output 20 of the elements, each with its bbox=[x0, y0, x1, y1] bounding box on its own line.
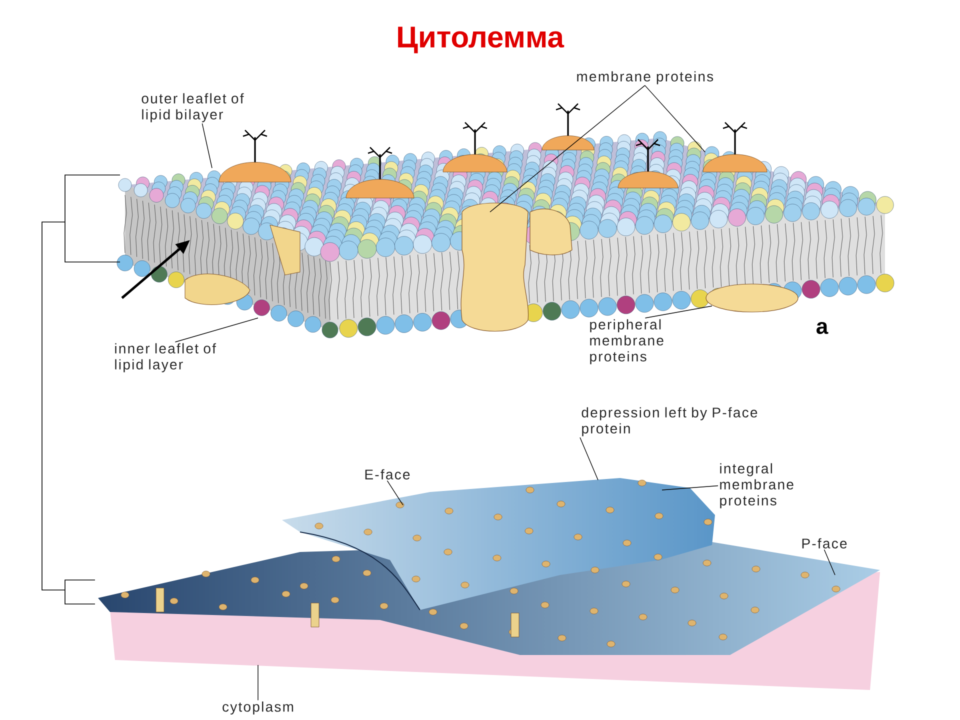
leader-line bbox=[580, 437, 598, 480]
leader-line bbox=[662, 485, 718, 490]
leader-line bbox=[174, 318, 258, 342]
callout-label: inner leaflet of lipid layer bbox=[115, 343, 216, 372]
leader-line bbox=[644, 306, 712, 318]
panel-letter: a bbox=[816, 322, 828, 334]
callout-label: cytoplasm bbox=[222, 701, 294, 715]
leader-line bbox=[824, 549, 836, 576]
callout-label: outer leaflet of lipid bilayer bbox=[142, 93, 244, 122]
title: Цитолемма bbox=[398, 26, 564, 54]
callout-label: E-face bbox=[365, 469, 410, 480]
callout-label: depression left by P-face protein bbox=[582, 407, 758, 436]
leader-line bbox=[490, 85, 646, 212]
callout-label: P-face bbox=[802, 538, 847, 548]
callout-label: peripheral membrane proteins bbox=[590, 319, 664, 364]
leader-line bbox=[202, 123, 212, 168]
leader-line bbox=[386, 480, 404, 506]
callout-label: integral membrane proteins bbox=[720, 463, 794, 508]
callout-label: membrane proteins bbox=[577, 71, 714, 84]
leader-line bbox=[644, 85, 706, 152]
